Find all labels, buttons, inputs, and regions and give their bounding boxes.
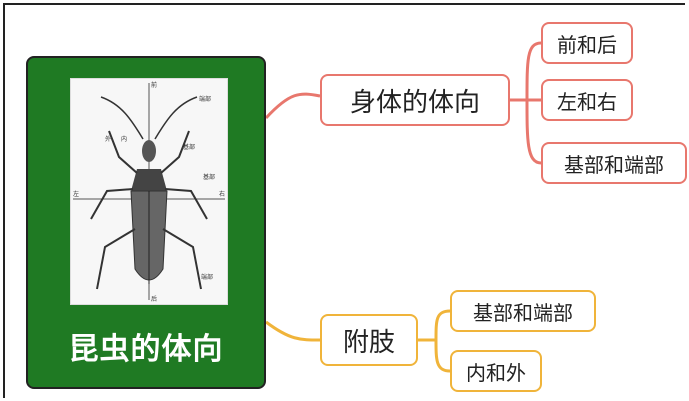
root-title: 昆虫的体向 bbox=[68, 332, 224, 367]
connector-appendage-to-child-1 bbox=[434, 309, 451, 341]
label-left: 左 bbox=[73, 190, 79, 198]
label-base-right: 基部 bbox=[203, 173, 215, 181]
label-right: 右 bbox=[219, 190, 225, 198]
insect-illustration: 前 后 左 右 外 内 端部 基部 基部 端部 bbox=[73, 81, 225, 303]
node-appendage[interactable]: 附肢 bbox=[320, 314, 418, 366]
label-tip-leg: 端部 bbox=[201, 273, 213, 281]
connector-body-to-child-3 bbox=[525, 99, 542, 165]
node-body-orientation[interactable]: 身体的体向 bbox=[320, 74, 510, 126]
node-base-tip-body[interactable]: 基部和端部 bbox=[541, 142, 687, 184]
node-inner-outer[interactable]: 内和外 bbox=[450, 350, 542, 392]
node-front-back[interactable]: 前和后 bbox=[541, 22, 633, 64]
root-node[interactable]: 前 后 左 右 外 内 端部 基部 基部 端部 昆虫的体向 bbox=[26, 56, 266, 389]
label-tip-antenna: 端部 bbox=[199, 95, 211, 103]
label-front: 前 bbox=[151, 81, 157, 89]
connector-root-to-appendage bbox=[265, 320, 321, 342]
connector-appendage-to-child-2 bbox=[434, 339, 451, 373]
label-outer: 外 bbox=[105, 135, 111, 143]
node-base-tip-appendage[interactable]: 基部和端部 bbox=[450, 290, 596, 332]
canvas-frame bbox=[3, 3, 685, 398]
insect-diagram-image: 前 后 左 右 外 内 端部 基部 基部 端部 bbox=[70, 78, 228, 305]
label-inner: 内 bbox=[121, 135, 127, 143]
label-rear: 后 bbox=[151, 295, 157, 303]
connector-body-to-child-1 bbox=[525, 41, 542, 101]
label-base-leg: 基部 bbox=[183, 143, 195, 151]
node-left-right[interactable]: 左和右 bbox=[541, 79, 633, 121]
connector-root-to-body bbox=[264, 92, 321, 120]
